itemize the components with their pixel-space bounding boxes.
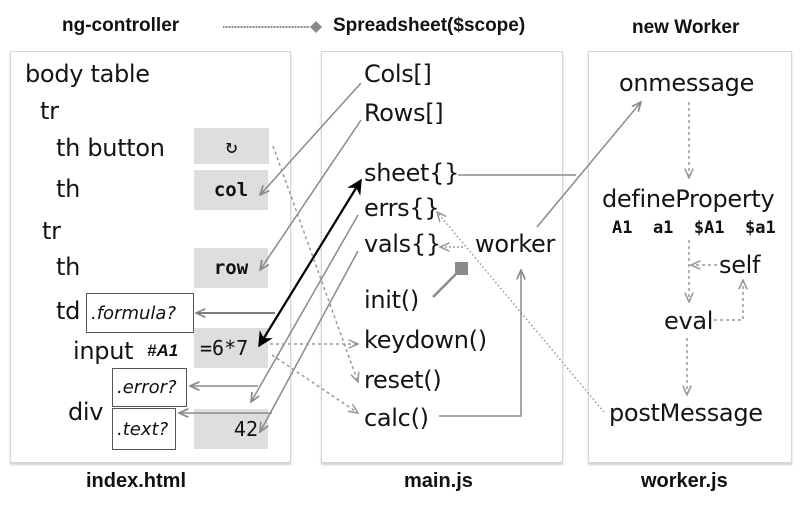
cols-array-label: Cols[]: [364, 60, 432, 88]
col-header-cell: col: [194, 170, 268, 210]
formula-input[interactable]: =6*7: [194, 328, 268, 368]
new-worker-label: new Worker: [632, 17, 740, 38]
onmessage-label: onmessage: [619, 69, 755, 97]
tr-label-2: tr: [42, 217, 61, 245]
init-function-label: init(): [364, 286, 419, 314]
calc-function-label: calc(): [364, 404, 429, 432]
row-header-cell: row: [194, 248, 268, 288]
formula-class-box: .formula?: [86, 293, 194, 333]
ng-controller-label: ng-controller: [62, 15, 180, 36]
input-id-label: #A1: [147, 341, 179, 360]
property-names: A1 a1 $A1 $a1: [612, 218, 776, 238]
self-label: self: [719, 251, 761, 279]
reset-function-label: reset(): [364, 366, 442, 394]
result-cell: 42: [194, 409, 268, 449]
td-label: td: [56, 297, 81, 325]
errs-object-label: errs{}: [364, 194, 440, 222]
controller-link: [223, 21, 322, 33]
tr-label: tr: [40, 97, 59, 125]
text-class-box: .text?: [112, 408, 176, 450]
worker-js-title: worker.js: [641, 470, 728, 492]
input-label: input: [73, 337, 134, 365]
post-message-label: postMessage: [609, 399, 763, 427]
diamond-icon: [310, 21, 322, 33]
main-js-title: main.js: [404, 470, 473, 492]
define-property-label: defineProperty: [602, 185, 775, 213]
worker-label: worker: [475, 230, 556, 258]
th-col-label: th: [56, 175, 81, 203]
spreadsheet-controller-label: Spreadsheet($scope): [333, 15, 526, 36]
keydown-function-label: keydown(): [364, 326, 487, 354]
index-html-title: index.html: [86, 470, 187, 492]
vals-object-label: vals{}: [364, 230, 441, 258]
body-table-label: body table: [25, 60, 150, 88]
eval-label: eval: [664, 307, 714, 335]
div-label: div: [68, 398, 104, 426]
refresh-button[interactable]: ↻: [194, 128, 269, 164]
rows-array-label: Rows[]: [364, 99, 444, 127]
sheet-object-label: sheet{}: [364, 159, 460, 187]
error-class-box: .error?: [112, 368, 187, 407]
th-row-label: th: [56, 253, 81, 281]
refresh-icon: ↻: [225, 134, 238, 158]
th-button-label: th button: [56, 134, 165, 162]
